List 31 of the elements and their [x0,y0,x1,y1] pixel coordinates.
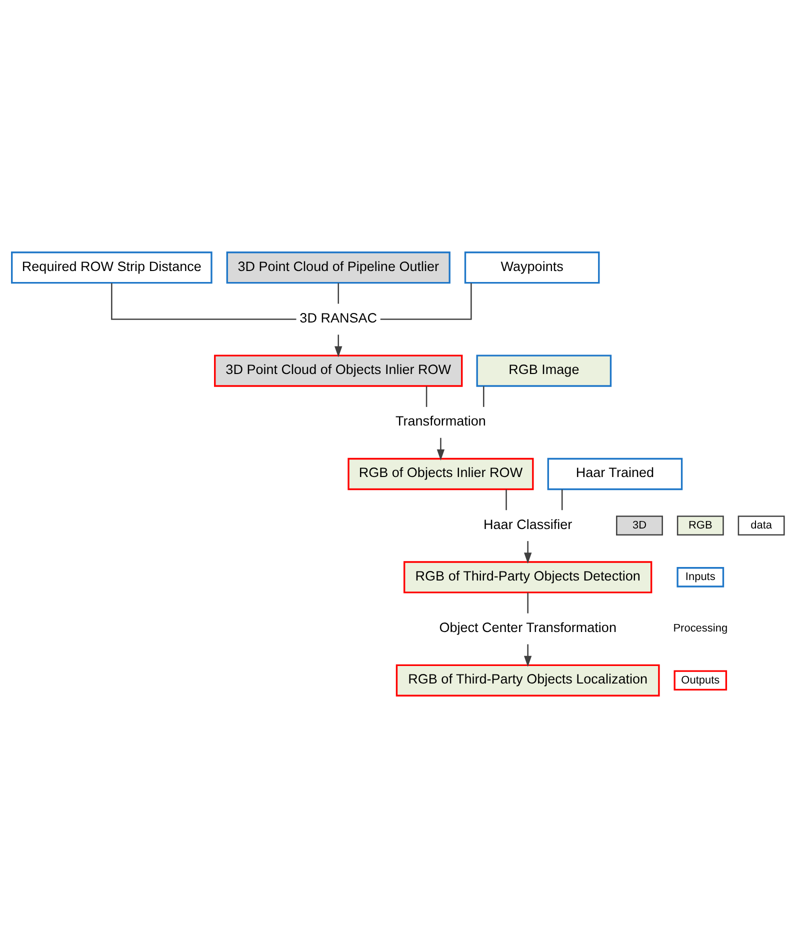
connector [111,283,296,320]
legend-label: Inputs [685,571,716,584]
connector [527,592,528,614]
node-text: Haar Classifier [484,516,572,532]
node-text: 3D RANSAC [300,310,378,326]
node-box: Haar Trained [547,458,683,490]
arrow [436,438,445,460]
arrow [524,644,532,667]
node-box: RGB of Objects Inlier ROW [348,458,534,490]
node-text: Object Center Transformation [439,620,616,636]
node-box: Required ROW Strip Distance [11,252,212,284]
connector [483,386,484,407]
node-box: 3D Point Cloud of Pipeline Outlier [226,252,450,284]
connector [506,489,507,510]
legend-label: data [750,519,772,532]
node-box: RGB Image [476,354,612,387]
arrow [524,541,532,564]
connector [338,283,339,304]
legend-label: Outputs [681,674,720,686]
connector [561,489,563,510]
connector [380,283,472,320]
node-box: RGB of Third-Party Objects Detection [404,561,652,594]
node-text: Transformation [396,414,486,429]
node-box: 3D Point Cloud of Objects Inlier ROW [214,354,463,387]
legend-label: Processing [673,622,728,635]
node-box: RGB of Third-Party Objects Localization [396,664,660,696]
arrow [334,334,342,358]
legend-label: RGB [688,519,712,532]
node-box: Waypoints [464,252,600,284]
legend-label: 3D [632,519,647,532]
connector [426,386,428,407]
